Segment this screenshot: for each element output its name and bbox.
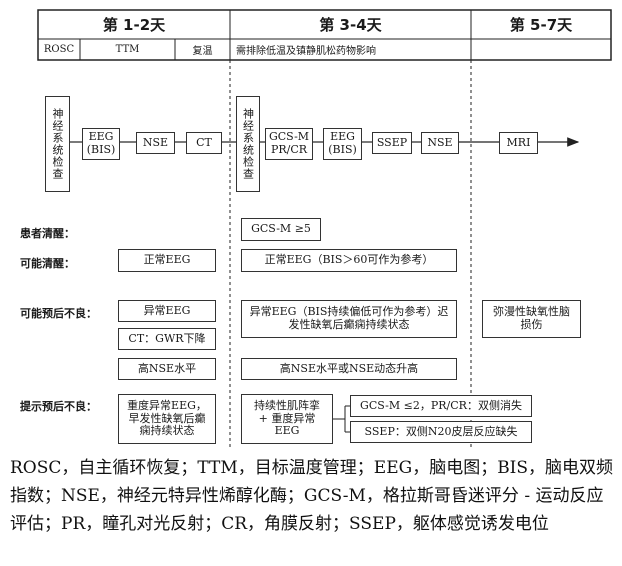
abnormal-eeg-box-2: 异常EEG（BIS持续偏低可作为参考）迟发性缺氧后癫痫持续状态 bbox=[241, 300, 457, 338]
subheader-ttm: TTM bbox=[115, 44, 140, 55]
awake-label: 患者清醒： bbox=[20, 227, 75, 240]
neuro-exam-label-2: 神经系统检查 bbox=[241, 108, 255, 180]
ct-gwr-box: CT：GWR下降 bbox=[118, 328, 216, 350]
header-day57: 第 5-7天 bbox=[509, 16, 573, 34]
neuro-exam-box-1: 神经系统检查 bbox=[45, 96, 70, 192]
likely-awake-label: 可能清醒： bbox=[20, 257, 75, 270]
figure-caption: ROSC，自主循环恢复；TTM，目标温度管理；EEG，脑电图；BIS，脑电双频指… bbox=[10, 458, 614, 534]
mri-box: MRI bbox=[499, 132, 538, 154]
diagram-lines bbox=[37, 9, 612, 448]
suggest-poor-label: 提示预后不良： bbox=[20, 400, 97, 413]
gcs-low-box: GCS-M ≤2，PR/CR：双侧消失 bbox=[350, 395, 532, 417]
abnormal-eeg-box-1: 异常EEG bbox=[118, 300, 216, 322]
subheader-note: 需排除低温及镇静肌松药物影响 bbox=[236, 46, 376, 57]
gcs-pr-cr-box: GCS-M PR/CR bbox=[265, 128, 313, 160]
nse-box-1: NSE bbox=[136, 132, 175, 154]
ct-box: CT bbox=[186, 132, 222, 154]
awake-gcs-box: GCS-M ≥5 bbox=[241, 218, 321, 241]
normal-eeg-box-1: 正常EEG bbox=[118, 249, 216, 272]
high-nse-box-2: 高NSE水平或NSE动态升高 bbox=[241, 358, 457, 380]
subheader-rewarm: 复温 bbox=[192, 46, 213, 57]
header-day34: 第 3-4天 bbox=[319, 16, 382, 34]
nse-box-2: NSE bbox=[421, 132, 459, 154]
header-day12: 第 1-2天 bbox=[102, 16, 166, 34]
ssep-absent-box: SSEP：双侧N20皮层反应缺失 bbox=[350, 421, 532, 443]
severe-eeg-box: 重度异常EEG，早发性缺氧后癫痫持续状态 bbox=[118, 394, 216, 444]
diffuse-injury-box: 弥漫性缺氧性脑损伤 bbox=[482, 300, 581, 338]
subheader-rosc: ROSC bbox=[43, 44, 75, 55]
ssep-box: SSEP bbox=[372, 132, 412, 154]
poor-outcome-label: 可能预后不良： bbox=[20, 307, 97, 320]
neuro-exam-label-1: 神经系统检查 bbox=[51, 108, 64, 180]
eeg-bis-box-1: EEG (BIS) bbox=[82, 128, 120, 160]
eeg-bis-box-2: EEG (BIS) bbox=[323, 128, 362, 160]
normal-eeg-box-2: 正常EEG（BIS＞60可作为参考） bbox=[241, 249, 457, 272]
neuro-exam-box-2: 神经系统检查 bbox=[236, 96, 260, 192]
myoclonus-box: 持续性肌阵挛 + 重度异常EEG bbox=[241, 394, 333, 444]
high-nse-box-1: 高NSE水平 bbox=[118, 358, 216, 380]
